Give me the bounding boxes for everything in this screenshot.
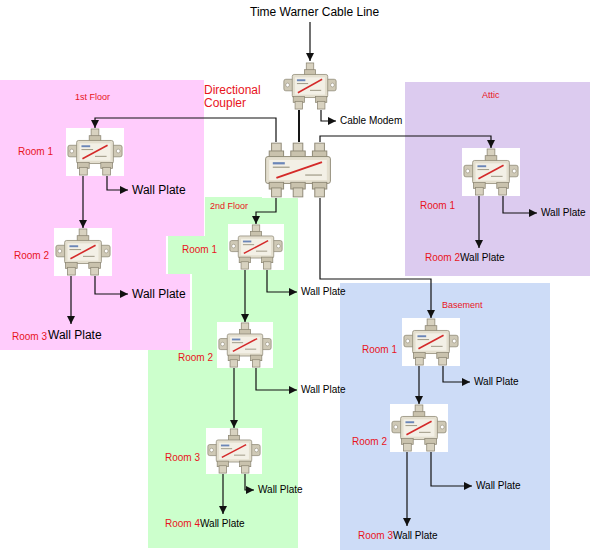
splitter-symbol	[402, 318, 460, 366]
wall-plate-label: Wall Plate	[460, 252, 505, 264]
splitter: Room 1	[66, 128, 124, 176]
region-fill	[340, 283, 550, 550]
room-label: Room 3	[358, 530, 393, 542]
splitter-picture	[402, 318, 460, 366]
splitter-picture	[390, 404, 448, 452]
wall-plate-label: Wall Plate	[541, 207, 586, 219]
floor-region: BasementRoom 1 Room 2	[340, 283, 550, 550]
wall-plate-label: Wall Plate	[200, 518, 245, 530]
room-label: Room 1	[420, 200, 455, 212]
cable-feed-arrow	[309, 22, 310, 61]
room-label: Room 3	[165, 452, 200, 464]
modem-label: Cable Modem	[340, 115, 402, 127]
wall-plate-label: Wall Plate	[48, 328, 102, 342]
directional-coupler: Directional Coupler	[282, 62, 338, 110]
wall-plate-label: Wall Plate	[258, 484, 303, 496]
wall-plate-label: Wall Plate	[393, 530, 438, 542]
room-label: Room 1	[18, 146, 53, 158]
floor-region: 1st FloorRoom 1 Room 2	[0, 80, 204, 350]
splitter-symbol	[206, 428, 262, 474]
room-label: Room 1	[362, 344, 397, 356]
splitter-symbol	[66, 128, 124, 176]
wall-plate-label: Wall Plate	[132, 183, 186, 197]
cable-line-label: Time Warner Cable Line	[250, 5, 379, 19]
wall-plate-label: Wall Plate	[301, 286, 346, 298]
floor-region: 2nd FloorRoom 1 Room 2 Room 3	[148, 197, 298, 548]
splitter-symbol	[54, 228, 112, 276]
floor-label: 1st Floor	[75, 92, 110, 103]
splitter-picture	[206, 428, 262, 474]
splitter-symbol	[282, 62, 338, 110]
region-fill	[148, 197, 298, 548]
splitter-picture	[228, 224, 284, 270]
splitter-symbol	[462, 148, 520, 196]
splitter-picture	[217, 322, 273, 368]
splitter: Room 1	[462, 148, 520, 196]
region-shape	[0, 80, 204, 350]
four-way-splitter	[262, 142, 334, 198]
splitter-picture	[462, 148, 520, 196]
splitter: Room 3	[206, 428, 262, 474]
room-label: Room 3	[12, 331, 47, 343]
room-label: Room 2	[425, 252, 460, 264]
splitter: Room 1	[402, 318, 460, 366]
wall-plate-label: Wall Plate	[474, 376, 519, 388]
splitter-symbol	[228, 224, 284, 270]
room-label: Room 1	[182, 244, 217, 256]
modem-arrow	[321, 110, 336, 121]
floor-region: AtticRoom 1	[405, 82, 590, 276]
region-fill	[0, 80, 204, 350]
wall-plate-label: Wall Plate	[132, 287, 186, 301]
wall-plate-label: Wall Plate	[301, 384, 346, 396]
splitter: Room 2	[217, 322, 273, 368]
floor-label: 2nd Floor	[210, 201, 248, 212]
room-label: Room 2	[178, 352, 213, 364]
splitter-picture	[66, 128, 124, 176]
splitter: Room 2	[54, 228, 112, 276]
coupler-label: Directional Coupler	[204, 84, 276, 110]
splitter-symbol	[390, 404, 448, 452]
splitter-picture	[282, 62, 338, 110]
room-label: Room 2	[352, 436, 387, 448]
splitter-symbol	[217, 322, 273, 368]
floor-label: Basement	[442, 300, 483, 311]
room-label: Room 2	[14, 250, 49, 262]
splitter: Room 2	[390, 404, 448, 452]
splitter-picture	[54, 228, 112, 276]
region-fill	[405, 82, 590, 276]
splitter: Room 1	[228, 224, 284, 270]
room-label: Room 4	[165, 518, 200, 530]
wall-plate-label: Wall Plate	[476, 480, 521, 492]
floor-label: Attic	[482, 90, 500, 101]
